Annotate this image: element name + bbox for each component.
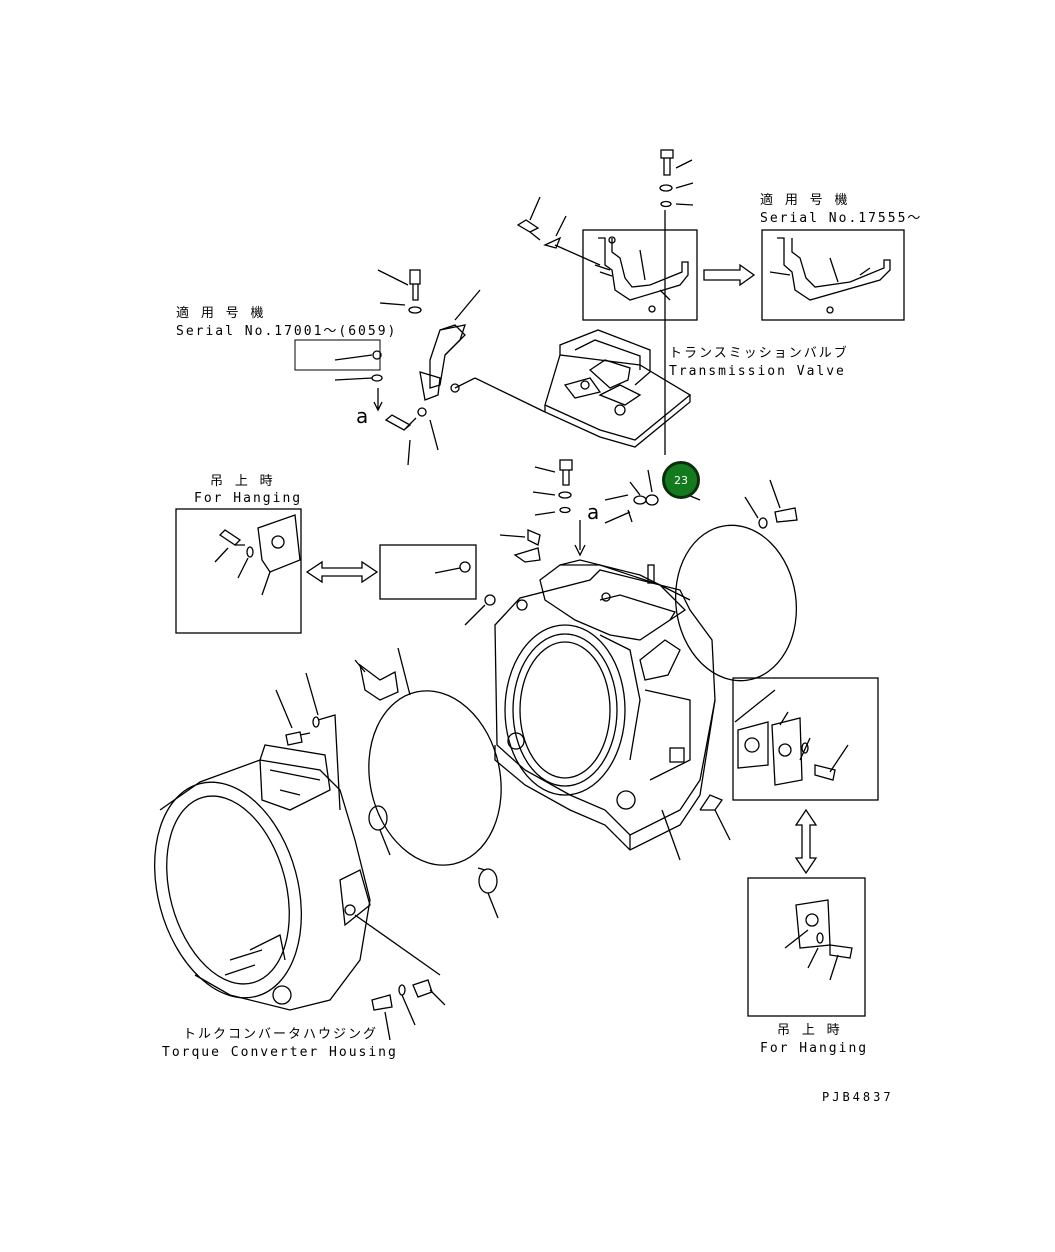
tc-bolts — [275, 672, 341, 811]
hanging-right-en: For Hanging — [760, 1041, 869, 1056]
vertical-double-arrow-icon — [794, 808, 818, 875]
plug-fitting — [484, 594, 496, 606]
o-ring-1-leader — [379, 829, 391, 856]
view-marker-a-left: a — [356, 404, 369, 428]
bracket-bolts — [516, 196, 601, 266]
torque-converter-en: Torque Converter Housing — [162, 1045, 398, 1060]
gasket-ring-left — [354, 647, 502, 866]
bracket-detail-box — [582, 229, 698, 321]
part-callout-badge[interactable]: 23 — [662, 461, 700, 499]
plug-box — [379, 544, 477, 600]
tc-leader — [354, 914, 441, 976]
o-ring-2-leader — [477, 867, 499, 919]
gasket-ring-right — [674, 494, 798, 682]
transmission-case — [494, 559, 716, 851]
pipe-assembly — [294, 269, 481, 466]
hanging-box-left — [175, 508, 302, 634]
serial-jp-left: 適 用 号 機 — [176, 306, 266, 321]
serial-jp-top-right: 適 用 号 機 — [760, 193, 850, 208]
serial-en-top-right: Serial No.17555～ — [760, 211, 923, 226]
valve-leader — [474, 377, 546, 413]
lower-leaders — [661, 794, 731, 861]
plug-leader — [464, 604, 486, 626]
hanging-left-jp: 吊 上 時 — [210, 474, 275, 489]
transmission-valve-body — [544, 329, 692, 448]
o-ring-1 — [368, 805, 388, 831]
o-ring-2 — [478, 868, 498, 894]
tc-lower-bolts — [371, 979, 446, 1041]
hanging-box-right — [747, 877, 866, 1017]
arrow-right-icon — [703, 263, 756, 287]
hanging-detail-box — [732, 677, 879, 801]
double-arrow-icon — [305, 560, 379, 584]
hanging-right-jp: 吊 上 時 — [777, 1023, 842, 1038]
bracket-variant-box — [761, 229, 905, 321]
drawing-code: PJB4837 — [822, 1090, 894, 1104]
top-bolt-stack — [659, 149, 694, 455]
transmission-valve-en: Transmission Valve — [669, 364, 846, 379]
hanging-left-en: For Hanging — [194, 491, 303, 506]
serial-en-left: Serial No.17001～(6059) — [176, 324, 398, 339]
torque-converter-housing — [153, 744, 371, 1011]
view-marker-a-center: a — [587, 500, 600, 524]
right-bolt — [744, 479, 798, 529]
torque-converter-jp: トルクコンバータハウジング — [183, 1027, 379, 1042]
transmission-valve-jp: トランスミッションバルブ — [669, 346, 849, 361]
center-bolt-stack — [499, 459, 659, 584]
